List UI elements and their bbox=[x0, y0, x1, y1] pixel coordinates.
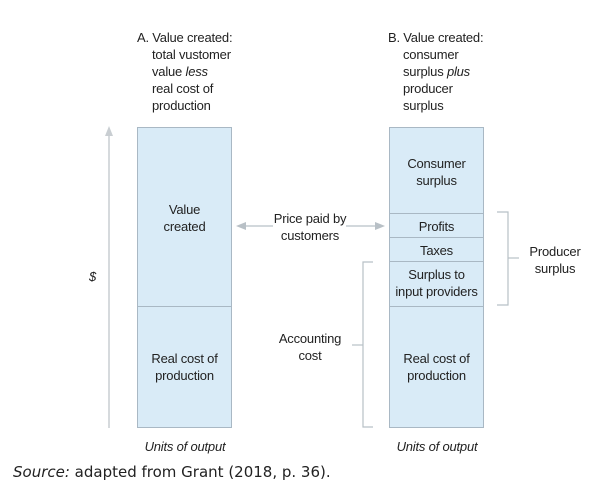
real-cost-b-line2: production bbox=[407, 368, 466, 383]
surplus-input-label: Surplus to input providers bbox=[384, 266, 489, 300]
value-created-line2: created bbox=[163, 219, 206, 234]
panel-a-heading-line1: A. Value created: bbox=[137, 30, 233, 45]
value-created-line1: Value bbox=[168, 202, 201, 217]
panel-b-heading-line1: B. Value created: bbox=[388, 30, 484, 45]
real-cost-label-b: Real cost of production bbox=[389, 350, 484, 384]
profits-label: Profits bbox=[418, 219, 455, 234]
source-label: Source: bbox=[13, 463, 70, 481]
panel-a-heading: A. Value created: total vustomer value l… bbox=[137, 29, 233, 114]
real-cost-box-a bbox=[137, 306, 232, 428]
panel-b-axis-label: Units of output bbox=[396, 439, 478, 454]
panel-a-heading-value: value bbox=[152, 64, 183, 79]
panel-a-heading-line4: real cost of bbox=[152, 81, 214, 96]
panel-a-heading-less: less bbox=[185, 64, 209, 79]
price-arrow-left-head bbox=[236, 222, 246, 230]
producer-bracket bbox=[497, 211, 509, 306]
accounting-cost-line2: cost bbox=[298, 348, 322, 363]
taxes-label: Taxes bbox=[420, 243, 453, 258]
source-note: Source: adapted from Grant (2018, p. 36)… bbox=[13, 463, 331, 481]
surplus-input-line1: Surplus to bbox=[408, 267, 465, 282]
panel-b-heading-plus: plus bbox=[446, 64, 470, 79]
producer-surplus-line2: surplus bbox=[534, 261, 576, 276]
panel-a-heading-line3: value less bbox=[137, 63, 232, 80]
real-cost-a-line2: production bbox=[155, 368, 214, 383]
panel-b-heading-line5: surplus bbox=[403, 98, 444, 113]
accounting-cost-label: Accounting cost bbox=[265, 330, 355, 364]
y-axis-arrowhead bbox=[105, 126, 113, 136]
real-cost-b-line1: Real cost of bbox=[403, 351, 470, 366]
consumer-surplus-line2: surplus bbox=[416, 173, 457, 188]
producer-surplus-label: Producer surplus bbox=[520, 243, 590, 277]
consumer-surplus-line1: Consumer bbox=[407, 156, 466, 171]
source-text: adapted from Grant (2018, p. 36). bbox=[69, 463, 331, 481]
accounting-bracket bbox=[362, 261, 373, 428]
surplus-input-line2: input providers bbox=[395, 284, 478, 299]
price-paid-line2: customers bbox=[280, 228, 340, 243]
panel-a-heading-line2: total vustomer bbox=[152, 47, 231, 62]
real-cost-label-a: Real cost of production bbox=[137, 350, 232, 384]
panel-a-heading-line5: production bbox=[152, 98, 211, 113]
value-created-box bbox=[137, 127, 232, 307]
consumer-surplus-label: Consumer surplus bbox=[389, 155, 484, 189]
panel-b-heading-line4: producer bbox=[403, 81, 453, 96]
accounting-cost-line1: Accounting bbox=[278, 331, 342, 346]
producer-surplus-line1: Producer bbox=[529, 244, 581, 259]
real-cost-a-line1: Real cost of bbox=[151, 351, 218, 366]
y-axis-label: $ bbox=[89, 269, 97, 284]
value-created-label: Value created bbox=[137, 201, 232, 235]
panel-b-heading: B. Value created: consumer surplus plus … bbox=[388, 29, 484, 114]
real-cost-box-b bbox=[389, 306, 484, 428]
price-paid-label: Price paid by customers bbox=[265, 210, 355, 244]
panel-a-axis-label: Units of output bbox=[144, 439, 226, 454]
panel-b-heading-surplus: surplus bbox=[403, 64, 444, 79]
panel-b-heading-line2: consumer bbox=[403, 47, 459, 62]
price-paid-line1: Price paid by bbox=[273, 211, 347, 226]
price-arrow-right-head bbox=[375, 222, 385, 230]
panel-b-heading-line3: surplus plus bbox=[388, 63, 483, 80]
